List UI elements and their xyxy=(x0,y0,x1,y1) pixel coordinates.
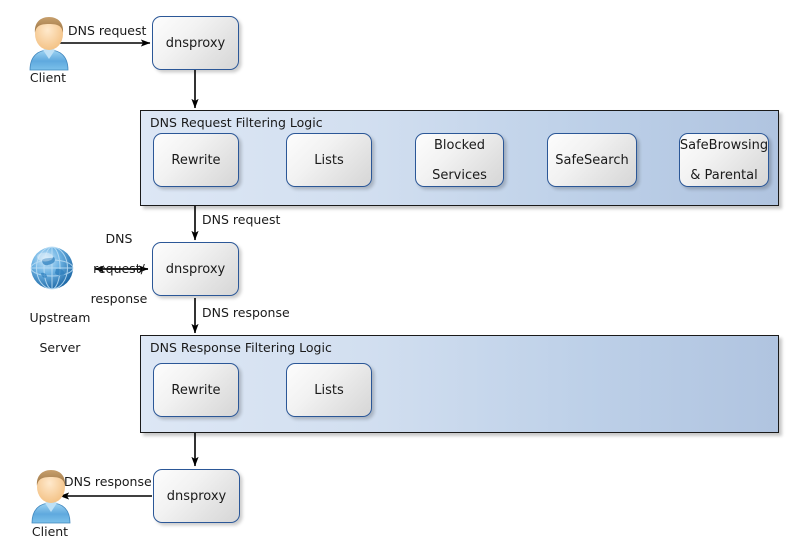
edge-label-proxy-to-response-filter: DNS response xyxy=(202,305,290,320)
node-label: dnsproxy xyxy=(166,488,227,504)
group-title: DNS Request Filtering Logic xyxy=(150,115,323,130)
node-rewrite-request[interactable]: Rewrite xyxy=(153,133,239,187)
node-label: Lists xyxy=(314,382,344,398)
node-lists-request[interactable]: Lists xyxy=(286,133,372,187)
node-label-line2: Services xyxy=(432,167,487,183)
client-bottom-label: Client xyxy=(31,524,69,539)
node-blocked-services[interactable]: Blocked Services xyxy=(415,133,504,187)
avatar xyxy=(18,12,80,72)
edge-label-upstream-line3: response xyxy=(90,291,148,306)
node-dnsproxy-mid[interactable]: dnsproxy xyxy=(152,242,239,296)
edge-label-proxy-to-client: DNS response xyxy=(64,474,152,489)
node-dnsproxy-bottom[interactable]: dnsproxy xyxy=(153,469,240,523)
upstream-server-avatar xyxy=(24,240,80,296)
node-rewrite-response[interactable]: Rewrite xyxy=(153,363,239,417)
upstream-label-line2: Server xyxy=(39,340,81,355)
globe-icon xyxy=(30,246,74,290)
person-icon xyxy=(31,470,71,524)
node-label: SafeSearch xyxy=(555,152,629,168)
edge-label-proxy-to-request-filter: DNS request xyxy=(202,212,281,227)
client-top-label: Client xyxy=(29,70,67,85)
node-label-line1: SafeBrowsing xyxy=(679,137,769,153)
edge-label-upstream: DNS request/ response xyxy=(72,216,150,321)
edge-label-upstream-line2: request/ xyxy=(93,261,145,276)
group-title: DNS Response Filtering Logic xyxy=(150,340,332,355)
upstream-label-line1: Upstream xyxy=(29,310,91,325)
node-dnsproxy-top[interactable]: dnsproxy xyxy=(152,16,239,70)
node-label-line2: & Parental xyxy=(690,167,758,183)
node-safesearch[interactable]: SafeSearch xyxy=(547,133,637,187)
person-icon xyxy=(29,17,69,71)
edge-label-upstream-line1: DNS xyxy=(105,231,133,246)
node-label: Rewrite xyxy=(171,382,221,398)
node-label: Lists xyxy=(314,152,344,168)
node-label: SafeBrowsing & Parental xyxy=(674,138,774,183)
upstream-label: Upstream Server xyxy=(8,295,96,370)
node-safebrowsing-parental[interactable]: SafeBrowsing & Parental xyxy=(679,133,769,187)
node-lists-response[interactable]: Lists xyxy=(286,363,372,417)
node-label: dnsproxy xyxy=(165,261,226,277)
node-label: Blocked Services xyxy=(426,138,493,183)
group-response-filtering: DNS Response Filtering Logic xyxy=(140,335,779,433)
node-label-line1: Blocked xyxy=(434,137,485,153)
avatar xyxy=(20,465,82,525)
node-label: dnsproxy xyxy=(165,35,226,51)
node-label: Rewrite xyxy=(171,152,221,168)
edge-label-client-to-proxy: DNS request xyxy=(68,23,147,38)
